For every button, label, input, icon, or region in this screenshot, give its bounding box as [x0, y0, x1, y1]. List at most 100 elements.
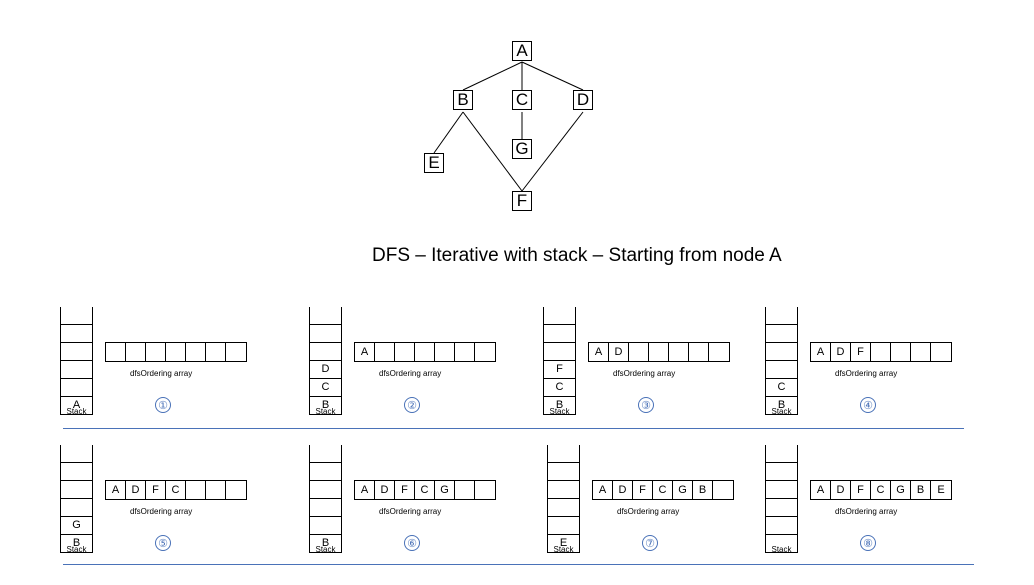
stack-cell	[60, 325, 93, 343]
array-cell: B	[693, 481, 713, 499]
stack-cell	[547, 463, 580, 481]
node-c: C	[512, 90, 532, 110]
stack-cell: A	[60, 397, 93, 415]
array-cell	[126, 343, 146, 361]
array-label: dfsOrdering array	[379, 507, 442, 516]
array-cell	[226, 481, 246, 499]
stack-cell	[547, 445, 580, 463]
array-label: dfsOrdering array	[835, 507, 898, 516]
array-cell: A	[355, 343, 375, 361]
array-label: dfsOrdering array	[130, 369, 193, 378]
array-cell	[629, 343, 649, 361]
stack-cell	[309, 481, 342, 499]
stack-cell	[765, 445, 798, 463]
edge-b-e	[433, 111, 464, 154]
stack-cell: B	[309, 397, 342, 415]
array-cell	[395, 343, 415, 361]
stack-cell	[765, 535, 798, 553]
array-cell: G	[891, 481, 911, 499]
array-cell: D	[613, 481, 633, 499]
array-cell	[475, 481, 495, 499]
step-number: ③	[638, 397, 654, 413]
array-cell	[206, 343, 226, 361]
array-cell: D	[831, 343, 851, 361]
stack-cell	[60, 343, 93, 361]
array-cell: F	[633, 481, 653, 499]
node-f: F	[512, 191, 532, 211]
array-cell: F	[395, 481, 415, 499]
stack	[765, 445, 798, 553]
stack-cell: C	[543, 379, 576, 397]
stack-cell	[765, 307, 798, 325]
stack-label: Stack	[771, 407, 792, 416]
stack-cell	[309, 307, 342, 325]
edge-b-f	[462, 111, 523, 192]
array-cell: A	[811, 343, 831, 361]
edge-d-f	[521, 111, 584, 192]
stack-label: Stack	[66, 407, 87, 416]
stack-cell: E	[547, 535, 580, 553]
stack-cell	[309, 463, 342, 481]
stack-cell	[543, 325, 576, 343]
array-cell	[206, 481, 226, 499]
array-cell	[455, 481, 475, 499]
edge-a-b	[462, 61, 523, 91]
step-number: ②	[404, 397, 420, 413]
array-cell	[871, 343, 891, 361]
stack-cell	[60, 307, 93, 325]
array-label: dfsOrdering array	[130, 507, 193, 516]
node-e: E	[424, 153, 444, 173]
edge-a-d	[521, 61, 584, 91]
stack-cell	[309, 325, 342, 343]
array-label: dfsOrdering array	[617, 507, 680, 516]
step-number: ⑦	[642, 535, 658, 551]
array-cell: E	[937, 484, 945, 496]
stack-cell	[60, 481, 93, 499]
stack-cell: B	[60, 535, 93, 553]
stack-label: Stack	[315, 545, 336, 554]
stack-cell	[60, 379, 93, 397]
stack-cell	[765, 463, 798, 481]
array-cell	[475, 343, 495, 361]
array-cell	[649, 343, 669, 361]
array-cell	[106, 343, 126, 361]
array-cell: G	[673, 481, 693, 499]
array-cell: F	[146, 481, 166, 499]
stack-cell	[309, 445, 342, 463]
array-cell: A	[355, 481, 375, 499]
stack-cell	[547, 499, 580, 517]
dfs-ordering-array: A	[354, 342, 496, 362]
array-cell: C	[415, 481, 435, 499]
stack-cell	[60, 499, 93, 517]
stack-cell	[60, 361, 93, 379]
array-cell	[709, 343, 729, 361]
array-cell: C	[871, 481, 891, 499]
array-cell: C	[653, 481, 673, 499]
stack-cell: G	[60, 517, 93, 535]
stack-cell: F	[543, 361, 576, 379]
stack-cell: B	[543, 397, 576, 415]
node-b: B	[453, 90, 473, 110]
array-cell: D	[831, 481, 851, 499]
array-cell: D	[609, 343, 629, 361]
stack: B	[309, 445, 342, 553]
array-cell	[669, 343, 689, 361]
stack-cell	[60, 445, 93, 463]
tree-edges	[433, 61, 584, 192]
stack-cell	[765, 499, 798, 517]
array-cell: G	[435, 481, 455, 499]
stack-label: Stack	[771, 545, 792, 554]
stack-cell	[765, 517, 798, 535]
